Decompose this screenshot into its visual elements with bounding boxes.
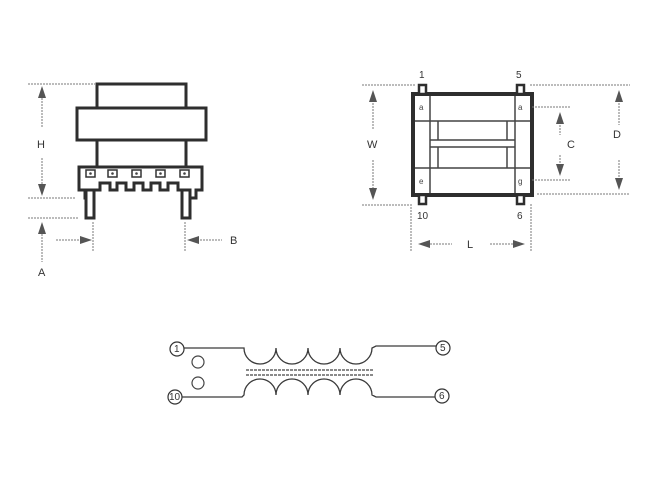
pin-6 xyxy=(515,193,526,206)
dim-label-w: W xyxy=(367,139,378,151)
terminal-5 xyxy=(435,340,451,356)
pin-5 xyxy=(515,83,526,96)
svg-text:g: g xyxy=(518,177,522,186)
primary-winding xyxy=(184,345,436,365)
core-top xyxy=(95,82,188,110)
arrow-up-icon xyxy=(615,90,623,102)
terminal-6 xyxy=(434,388,450,404)
arrow-up-icon xyxy=(38,86,46,98)
polarity-dot-icon xyxy=(191,376,205,390)
schematic: 1 5 10 6 xyxy=(167,340,451,405)
dim-label-c: C xyxy=(567,139,575,151)
terminal-label-6: 6 xyxy=(439,391,445,402)
svg-text:e: e xyxy=(419,177,424,186)
arrow-up-icon xyxy=(556,112,564,124)
polarity-dot-icon xyxy=(191,355,205,369)
arrow-left-icon xyxy=(418,240,430,248)
arrow-down-icon xyxy=(615,178,623,190)
arrow-right-icon xyxy=(80,236,92,244)
pin-1 xyxy=(417,83,428,96)
pin-label-5: 5 xyxy=(516,70,522,81)
top-view: a a e g 1 5 10 6 W C D xyxy=(362,70,630,252)
dim-label-b: B xyxy=(230,235,237,247)
dim-label-a: A xyxy=(38,267,46,279)
terminal-label-1: 1 xyxy=(174,344,180,355)
pin-right xyxy=(180,188,192,220)
terminal-label-5: 5 xyxy=(440,343,446,354)
terminal-row xyxy=(85,169,190,178)
arrow-up-icon xyxy=(369,90,377,102)
secondary-winding xyxy=(182,378,435,398)
pin-10 xyxy=(417,193,428,206)
bobbin-outline xyxy=(411,92,534,197)
pin-label-1: 1 xyxy=(419,70,425,81)
arrow-up-icon xyxy=(38,222,46,234)
arrow-right-icon xyxy=(513,240,525,248)
pin-label-6: 6 xyxy=(517,211,523,222)
arrow-down-icon xyxy=(369,188,377,200)
arrow-down-icon xyxy=(556,164,564,176)
pin-left xyxy=(84,188,96,220)
dim-label-h: H xyxy=(37,139,45,151)
dim-label-d: D xyxy=(613,129,621,141)
dim-label-l: L xyxy=(467,239,473,251)
arrow-down-icon xyxy=(38,184,46,196)
terminal-label-10: 10 xyxy=(169,392,181,403)
core-neck xyxy=(95,138,188,169)
pin-label-10: 10 xyxy=(417,211,429,222)
core-middle xyxy=(75,106,208,142)
arrow-left-icon xyxy=(187,236,199,244)
terminal-1 xyxy=(169,341,185,357)
svg-text:a: a xyxy=(419,103,424,112)
side-view: H A B xyxy=(28,82,237,279)
svg-text:a: a xyxy=(518,103,523,112)
